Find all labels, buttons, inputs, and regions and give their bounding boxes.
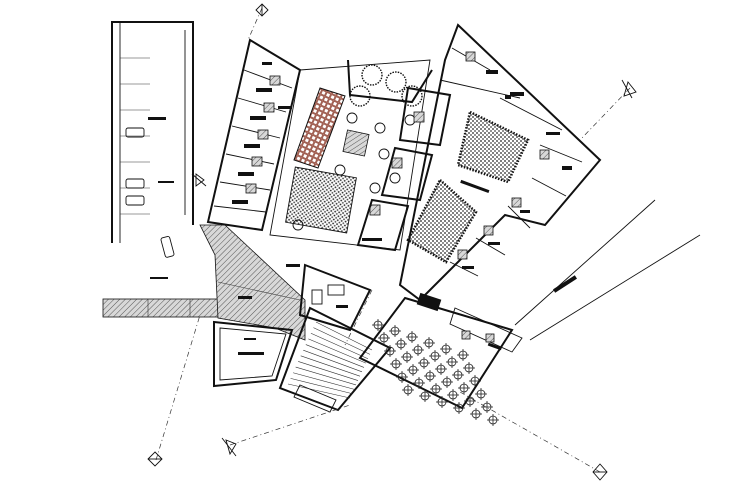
dining-table	[384, 345, 396, 357]
left-wing-rooms	[206, 38, 302, 232]
seat-row	[300, 355, 361, 377]
dining-table	[395, 338, 407, 350]
dining-table	[487, 414, 499, 426]
dining-table	[390, 358, 402, 370]
dining-table	[406, 331, 418, 343]
plant-icon	[389, 172, 401, 184]
dining-table	[436, 396, 448, 408]
brick-feature	[293, 87, 346, 169]
seat-row	[290, 378, 353, 394]
dining-table	[401, 351, 413, 363]
toilets	[298, 263, 372, 332]
dining-table	[475, 388, 487, 400]
section-marker-bottom-right	[592, 463, 608, 481]
plant-icon	[346, 112, 358, 124]
storage-room	[213, 320, 294, 388]
seat-row	[313, 327, 371, 355]
dining-table	[413, 377, 425, 389]
dining-table	[440, 343, 452, 355]
tree-icon	[385, 71, 407, 93]
plant-icon	[374, 122, 386, 134]
dining-hall	[358, 292, 523, 426]
section-marker-bottom-mid	[221, 437, 237, 457]
seat-row	[287, 383, 351, 399]
dining-table	[441, 376, 453, 388]
garden-courtyard-upper	[456, 110, 530, 184]
seat-row	[293, 372, 355, 390]
middle-rooms	[286, 86, 452, 267]
plant-icon	[369, 182, 381, 194]
dining-table	[424, 370, 436, 382]
dining-table	[412, 344, 424, 356]
dining-table	[419, 390, 431, 402]
section-marker-top	[255, 3, 269, 17]
seat-row	[305, 344, 365, 368]
site-lines	[155, 7, 701, 473]
dining-table	[430, 383, 442, 395]
parking-lot	[111, 21, 194, 279]
seat-row	[315, 321, 373, 351]
dining-table	[396, 371, 408, 383]
seat-row	[298, 361, 359, 381]
entrance-ramp	[102, 224, 306, 341]
seat-row	[310, 332, 369, 360]
auditorium	[278, 306, 392, 413]
dining-table	[372, 319, 384, 331]
garden-courtyard-lower	[406, 178, 478, 264]
seat-row	[308, 338, 367, 364]
dining-table	[429, 350, 441, 362]
dining-table	[389, 325, 401, 337]
seat-row	[303, 349, 363, 373]
section-marker-left	[191, 173, 207, 187]
dining-table	[447, 389, 459, 401]
dining-table	[464, 395, 476, 407]
central-courtyard	[269, 59, 433, 251]
dining-table	[458, 382, 470, 394]
seat-row	[295, 366, 357, 386]
dining-table	[470, 408, 482, 420]
dining-table	[481, 401, 493, 413]
dining-table	[407, 364, 419, 376]
dining-table	[457, 349, 469, 361]
dining-table	[418, 357, 430, 369]
section-marker-bottom-left	[147, 451, 163, 467]
right-wing-rooms	[369, 23, 602, 302]
dining-table	[463, 362, 475, 374]
plant-icon	[404, 114, 416, 126]
dining-table	[446, 356, 458, 368]
plant-icon	[378, 148, 390, 160]
section-marker-right	[621, 79, 637, 99]
tree-icon	[361, 64, 383, 86]
dining-table	[378, 332, 390, 344]
dining-table	[423, 337, 435, 349]
dining-table	[452, 369, 464, 381]
dining-table	[435, 363, 447, 375]
dining-table	[469, 375, 481, 387]
plant-icon	[292, 219, 304, 231]
dining-table	[453, 402, 465, 414]
plant-icon	[334, 164, 346, 176]
dining-table	[402, 384, 414, 396]
